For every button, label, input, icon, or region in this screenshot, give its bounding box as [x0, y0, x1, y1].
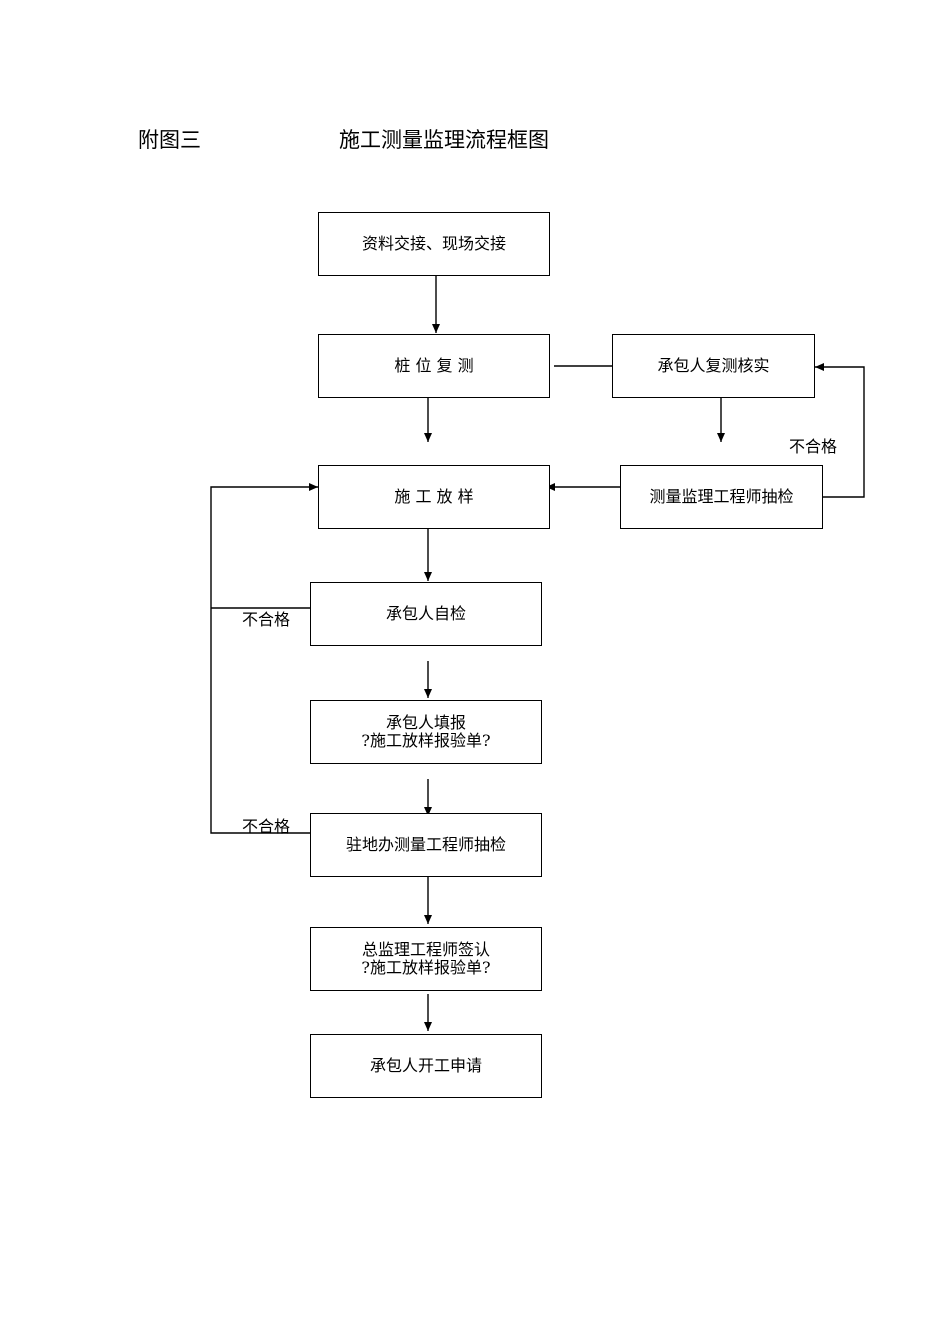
node-handover: 资料交接、现场交接 — [318, 212, 550, 276]
node-start-application-label: 承包人开工申请 — [369, 1056, 482, 1075]
node-fill-form-line2: ?施工放样报验单? — [361, 731, 491, 750]
node-contractor-recheck: 承包人复测核实 — [612, 334, 815, 398]
node-self-check-label: 承包人自检 — [385, 604, 466, 623]
node-stake-recheck-label: 桩 位 复 测 — [394, 356, 474, 375]
node-fill-form: 承包人填报 ?施工放样报验单? — [310, 700, 542, 764]
node-resident-check: 驻地办测量工程师抽检 — [310, 813, 542, 877]
fail-loop-left — [210, 483, 318, 834]
node-handover-label: 资料交接、现场交接 — [361, 234, 506, 253]
node-self-check: 承包人自检 — [310, 582, 542, 646]
node-engineer-spot-check: 测量监理工程师抽检 — [620, 465, 823, 529]
node-start-application: 承包人开工申请 — [310, 1034, 542, 1098]
fail-loop-right — [815, 363, 865, 498]
node-engineer-spot-check-label: 测量监理工程师抽检 — [649, 487, 794, 506]
fail-label-resident-check: 不合格 — [242, 817, 291, 836]
page-title: 施工测量监理流程框图 — [339, 128, 549, 152]
node-fill-form-line1: 承包人填报 — [385, 713, 466, 732]
node-setting-out: 施 工 放 样 — [318, 465, 550, 529]
node-stake-recheck: 桩 位 复 测 — [318, 334, 550, 398]
node-chief-sign: 总监理工程师签认 ?施工放样报验单? — [310, 927, 542, 991]
node-contractor-recheck-label: 承包人复测核实 — [657, 356, 770, 375]
node-chief-sign-line1: 总监理工程师签认 — [361, 940, 490, 959]
fail-label-self-check: 不合格 — [242, 610, 291, 629]
node-setting-out-label: 施 工 放 样 — [394, 487, 474, 506]
fail-label-right: 不合格 — [789, 437, 838, 456]
appendix-label: 附图三 — [138, 128, 201, 152]
node-chief-sign-line2: ?施工放样报验单? — [361, 958, 491, 977]
node-resident-check-label: 驻地办测量工程师抽检 — [345, 835, 506, 854]
